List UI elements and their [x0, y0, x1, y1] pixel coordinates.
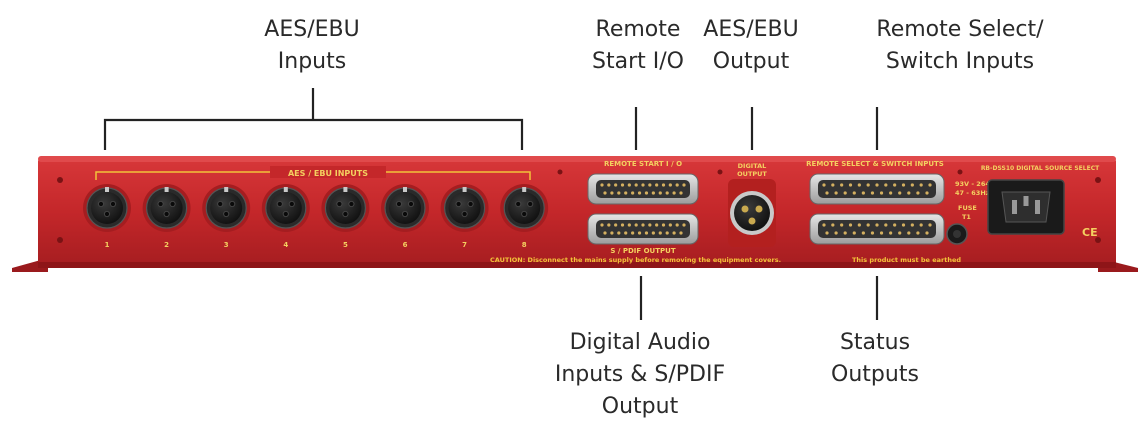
callout-line: Inputs & S/PDIF: [554, 362, 726, 387]
dsub-connector-status-outputs: [809, 213, 945, 245]
callout-line: Status: [839, 330, 911, 355]
callout-line: Output: [712, 49, 790, 74]
iec-power-inlet-icon: [987, 179, 1065, 235]
xlr-input-number: 6: [403, 241, 408, 249]
xlr-input-number: 7: [462, 241, 467, 249]
callout-digital-audio-inputs: Digital Audio Inputs & S/PDIF Output: [530, 327, 750, 423]
callout-line: Outputs: [831, 362, 919, 387]
leader-lines: [103, 88, 879, 320]
power-voltage-label: 93V - 264VAC: [955, 180, 1004, 188]
callout-line: Digital Audio: [569, 330, 711, 355]
panel-screws: [57, 169, 1101, 243]
callout-line: AES/EBU: [703, 17, 799, 42]
callout-line: Start I/O: [592, 49, 684, 74]
xlr-input-connector: [500, 184, 549, 232]
aes-inputs-bracket: [103, 118, 524, 150]
power-frequency-label: 47 - 63Hz: [955, 189, 990, 197]
panel-body: [38, 156, 1116, 268]
model-label: RB-DSS10 DIGITAL SOURCE SELECT: [981, 165, 1100, 172]
panel-bottom-edge: [38, 262, 1116, 268]
earth-warning-text: This product must be earthed: [852, 256, 961, 264]
panel-top-edge: [38, 156, 1116, 162]
xlr-input-number: 2: [164, 241, 169, 249]
xlr-input-number: 4: [283, 241, 288, 249]
callout-line: Output: [601, 394, 679, 419]
callout-line: Inputs: [277, 49, 347, 74]
callout-aes-ebu-inputs: AES/EBU Inputs: [212, 14, 412, 78]
callout-line: Switch Inputs: [885, 49, 1035, 74]
xlr-input-connector: [321, 184, 370, 232]
callout-line: Remote Select/: [876, 17, 1044, 42]
xlr-input-number: 1: [105, 241, 110, 249]
callout-aes-ebu-output: AES/EBU Output: [676, 14, 826, 78]
remote-select-panel-label: REMOTE SELECT & SWITCH INPUTS: [806, 160, 944, 168]
dsub-connector-remote-select: [809, 173, 945, 205]
fuse-rating-label: T1: [962, 213, 971, 221]
xlr-input-number: 3: [224, 241, 229, 249]
xlr-connectors: 1 2 3 4 5 6 7 8: [83, 184, 549, 249]
xlr-input-number: 8: [522, 241, 527, 249]
dsub-connector-digital-audio: [587, 213, 699, 245]
xlr-input-number: 5: [343, 241, 348, 249]
ce-mark: CE: [1082, 226, 1098, 239]
xlr-input-connector: [381, 184, 429, 232]
caution-text: CAUTION: Disconnect the mains supply bef…: [490, 256, 781, 264]
xlr-input-connector: [83, 184, 131, 232]
callout-remote-start-io: Remote Start I/O: [548, 14, 728, 78]
callout-remote-select-switch-inputs: Remote Select/ Switch Inputs: [840, 14, 1080, 78]
aes-inputs-panel-label: AES / EBU INPUTS: [288, 169, 368, 178]
digital-output-label-line2: OUTPUT: [737, 170, 767, 178]
spdif-panel-label: S / PDIF OUTPUT: [610, 247, 675, 255]
xlr-input-connector: [142, 184, 191, 232]
callout-status-outputs: Status Outputs: [790, 327, 960, 391]
fuse-label: FUSE: [958, 204, 977, 212]
xlr-digital-output: [728, 179, 776, 247]
xlr-input-connector: [261, 184, 310, 232]
digital-output-label-line1: DIGITAL: [738, 162, 767, 170]
callout-line: Remote: [595, 17, 681, 42]
dsub-connector-remote-start: [587, 173, 699, 205]
callout-line: AES/EBU: [264, 17, 360, 42]
xlr-input-connector: [202, 184, 251, 232]
remote-start-panel-label: REMOTE START I / O: [604, 160, 682, 168]
xlr-input-connector: [440, 184, 489, 232]
